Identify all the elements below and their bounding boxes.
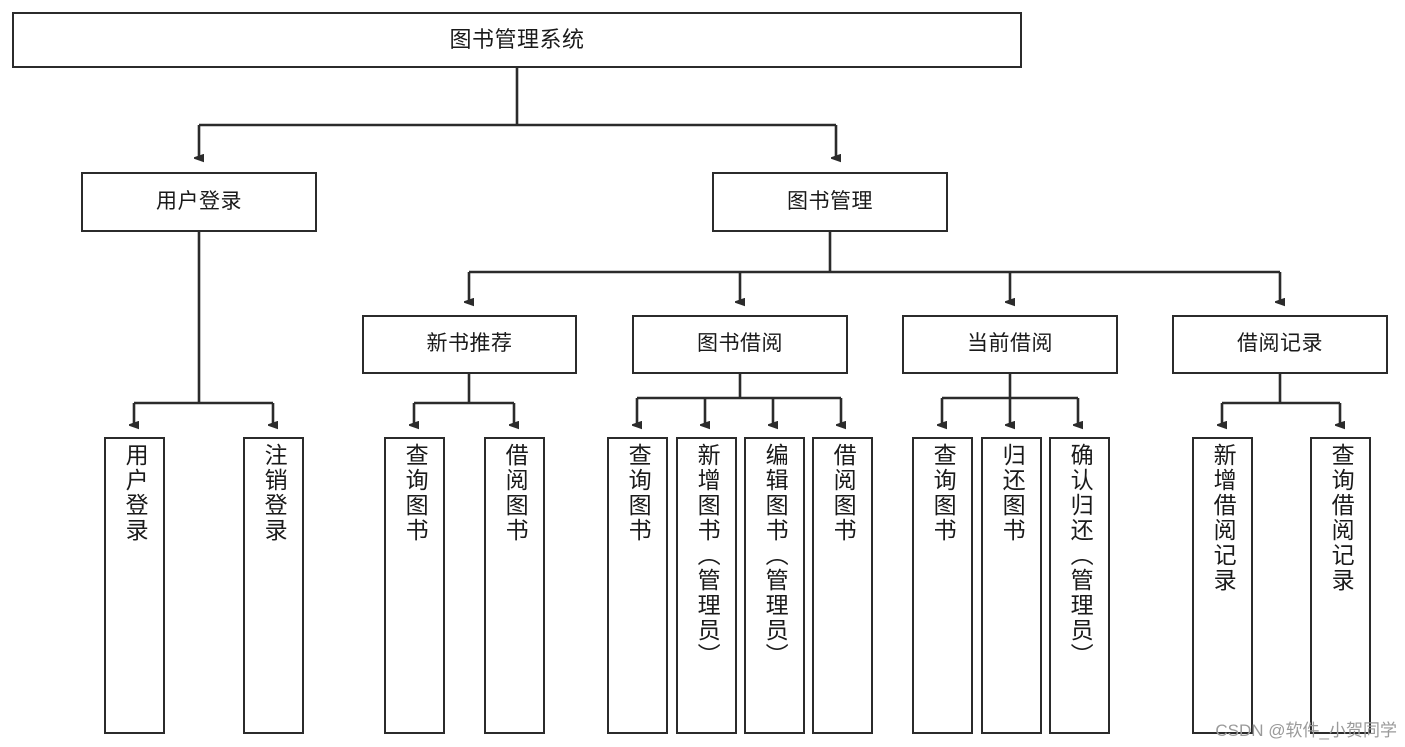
node-label: 查询图书 [402, 443, 429, 543]
node-label: 查询图书 [625, 443, 652, 543]
node-borrow-record[interactable]: 借阅记录 [1172, 315, 1388, 374]
node-leaf-borrow-book[interactable]: 借阅图书 [812, 437, 873, 734]
node-label: 确认归还（管理员） [1067, 443, 1094, 668]
node-label: 图书借阅 [697, 332, 783, 356]
node-label: 新书推荐 [426, 332, 513, 356]
node-label: 用户登录 [122, 443, 149, 543]
node-label: 图书管理系统 [449, 27, 585, 53]
node-label: 查询借阅记录 [1328, 443, 1355, 593]
node-label: 查询图书 [930, 443, 957, 543]
csdn-watermark: CSDN @软件_小贺同学 [1215, 721, 1397, 740]
node-label: 新增借阅记录 [1210, 443, 1237, 593]
node-leaf-add-borrow-record[interactable]: 新增借阅记录 [1192, 437, 1253, 734]
node-label: 借阅图书 [830, 443, 857, 543]
node-label: 归还图书 [999, 443, 1026, 543]
node-leaf-query-borrow-record[interactable]: 查询借阅记录 [1310, 437, 1371, 734]
node-book-borrow[interactable]: 图书借阅 [632, 315, 848, 374]
node-leaf-return-book[interactable]: 归还图书 [981, 437, 1042, 734]
node-new-book-recommend[interactable]: 新书推荐 [362, 315, 577, 374]
node-leaf-edit-book-admin[interactable]: 编辑图书（管理员） [744, 437, 805, 734]
node-leaf-user-login[interactable]: 用户登录 [104, 437, 165, 734]
node-user-login[interactable]: 用户登录 [81, 172, 317, 232]
node-label: 注销登录 [261, 443, 288, 543]
node-root-system[interactable]: 图书管理系统 [12, 12, 1022, 68]
node-label: 借阅记录 [1237, 332, 1323, 356]
node-leaf-query-book-current[interactable]: 查询图书 [912, 437, 973, 734]
node-label: 编辑图书（管理员） [762, 443, 789, 668]
node-current-borrow[interactable]: 当前借阅 [902, 315, 1118, 374]
node-label: 新增图书（管理员） [694, 443, 721, 668]
node-leaf-add-book-admin[interactable]: 新增图书（管理员） [676, 437, 737, 734]
node-label: 图书管理 [787, 189, 873, 213]
node-book-management[interactable]: 图书管理 [712, 172, 948, 232]
node-leaf-query-book-recommend[interactable]: 查询图书 [384, 437, 445, 734]
node-label: 当前借阅 [967, 332, 1053, 356]
node-leaf-borrow-book-recommend[interactable]: 借阅图书 [484, 437, 545, 734]
node-label: 用户登录 [156, 189, 242, 213]
node-leaf-confirm-return-admin[interactable]: 确认归还（管理员） [1049, 437, 1110, 734]
node-leaf-logout[interactable]: 注销登录 [243, 437, 304, 734]
node-leaf-query-book-borrow[interactable]: 查询图书 [607, 437, 668, 734]
node-label: 借阅图书 [502, 443, 529, 543]
